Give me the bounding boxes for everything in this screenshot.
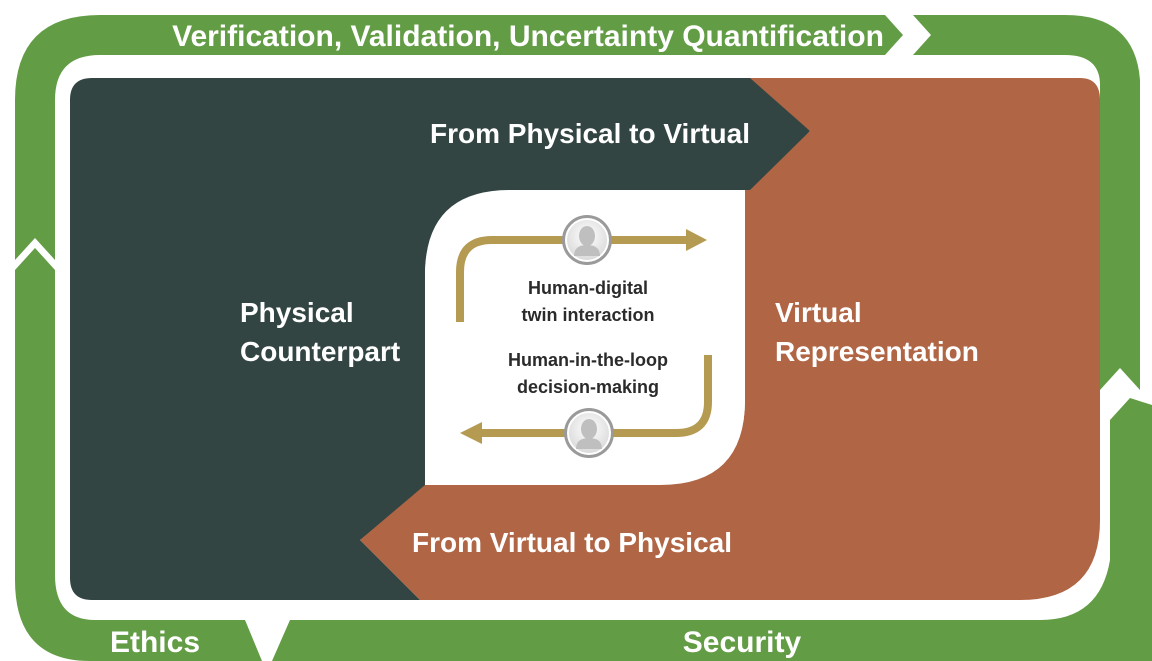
interaction-line2: twin interaction [521,305,654,325]
center-area [425,193,745,483]
ring-bottom-segment [272,398,1152,661]
ring-top-label: Verification, Validation, Uncertainty Qu… [172,20,884,53]
interaction-loop [456,229,712,444]
decision-line1: Human-in-the-loop [508,350,668,370]
ring-left-segment [15,248,262,661]
bottom-person-icon [564,408,614,458]
top-arrowhead-icon [686,229,707,251]
ring-top-segment [15,15,903,260]
ring-right-segment [913,15,1140,390]
bottom-arrowhead-icon [460,422,482,444]
decision-line2: decision-making [517,377,659,397]
bottom-loop-arrow [478,355,712,437]
virtual-to-physical-label: From Virtual to Physical [412,527,732,558]
interaction-line1: Human-digital [528,278,648,298]
physical-title-line2: Counterpart [240,336,400,367]
physical-panel [70,78,810,600]
virtual-title-line2: Representation [775,336,979,367]
ring-security-label: Security [683,626,802,659]
top-loop-arrow [456,236,690,322]
physical-to-virtual-label: From Physical to Virtual [430,118,750,149]
outer-ring [15,15,1152,661]
top-person-icon [562,215,612,265]
physical-title-line1: Physical [240,297,354,328]
virtual-title-line1: Virtual [775,297,862,328]
ring-ethics-label: Ethics [110,626,200,659]
virtual-panel [360,78,1100,600]
